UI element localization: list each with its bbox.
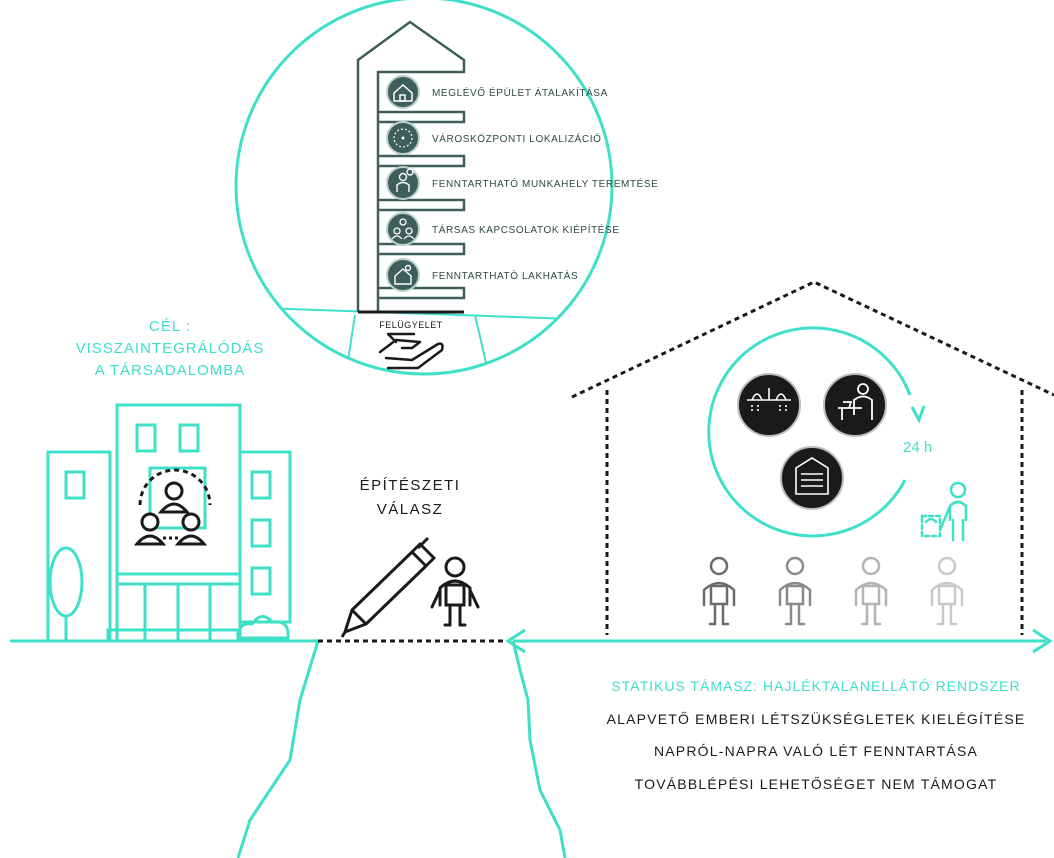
shelter-people [702,556,964,626]
person-icon [854,556,888,626]
step-3: FENNTARTHATÓ MUNKAHELY TEREMTÉSE [386,166,658,200]
answer-line-1: ÉPÍTÉSZETI [360,477,461,494]
ladder-steps: MEGLÉVŐ ÉPÜLET ÁTALAKÍTÁSA VÁROSKÖZPONTI… [386,75,658,292]
person-icon [930,556,964,626]
location-circle-icon [393,128,413,148]
pen-icon [340,536,436,638]
home-care-icon [394,264,412,285]
step-2: VÁROSKÖZPONTI LOKALIZÁCIÓ [386,121,601,155]
cycle-arrow [707,326,926,538]
community-icon [391,218,415,240]
goal-line-2: VISSZAINTEGRÁLÓDÁS [76,340,265,357]
house-icon [393,83,413,102]
step-5-label: FENNTARTHATÓ LAKHATÁS [432,269,578,282]
step-4: TÁRSAS KAPCSOLATOK KIÉPÍTÉSE [386,212,620,246]
static-support-text: STATIKUS TÁMASZ: HAJLÉKTALANELLÁTÓ RENDS… [607,678,1026,792]
step-2-label: VÁROSKÖZPONTI LOKALIZÁCIÓ [432,132,601,145]
person-icon [702,556,736,626]
goal-line-1: CÉL : [149,318,191,335]
goal-line-3: A TÁRSADALOMBA [95,362,245,379]
step-1-label: MEGLÉVŐ ÉPÜLET ÁTALAKÍTÁSA [432,85,608,99]
community-group-icon [133,468,212,546]
person-icon [778,556,812,626]
ladder-spine [356,20,466,312]
architectural-answer-text: ÉPÍTÉSZETI VÁLASZ [360,477,461,518]
answer-line-2: VÁLASZ [377,501,444,518]
goal-building [46,403,292,643]
step-3-label: FENNTARTHATÓ MUNKAHELY TEREMTÉSE [432,177,658,190]
step-5: FENNTARTHATÓ LAKHATÁS [386,258,578,292]
shower-icon [737,373,801,437]
helping-hand-icon [378,332,444,370]
cycle-label: 24 h [903,439,932,456]
static-support-title: STATIKUS TÁMASZ: HAJLÉKTALANELLÁTÓ RENDS… [611,678,1020,694]
support-label: FELÜGYELET [379,320,443,330]
ladder-tabs [378,110,466,300]
worker-icon [396,168,414,192]
static-support-line-2: NAPRÓL-NAPRA VALÓ LÉT FENNTARTÁSA [654,743,978,759]
ladder-circle [234,0,614,376]
architect-figure-icon [430,556,480,627]
static-support-line-3: TOVÁBBLÉPÉSI LEHETŐSÉGET NEM TÁMOGAT [635,776,998,792]
static-support-line-1: ALAPVETŐ EMBERI LÉTSZÜKSÉGLETEK KIELÉGÍT… [607,710,1026,727]
cleaner-icon [920,481,968,542]
dining-icon [823,373,887,437]
step-1: MEGLÉVŐ ÉPÜLET ÁTALAKÍTÁSA [386,75,608,109]
goal-text: CÉL : VISSZAINTEGRÁLÓDÁS A TÁRSADALOMBA [76,318,265,379]
storage-icon [780,446,844,510]
shelter-house [571,280,1054,635]
ground-arrows [505,628,1053,654]
step-4-label: TÁRSAS KAPCSOLATOK KIÉPÍTÉSE [432,223,620,236]
